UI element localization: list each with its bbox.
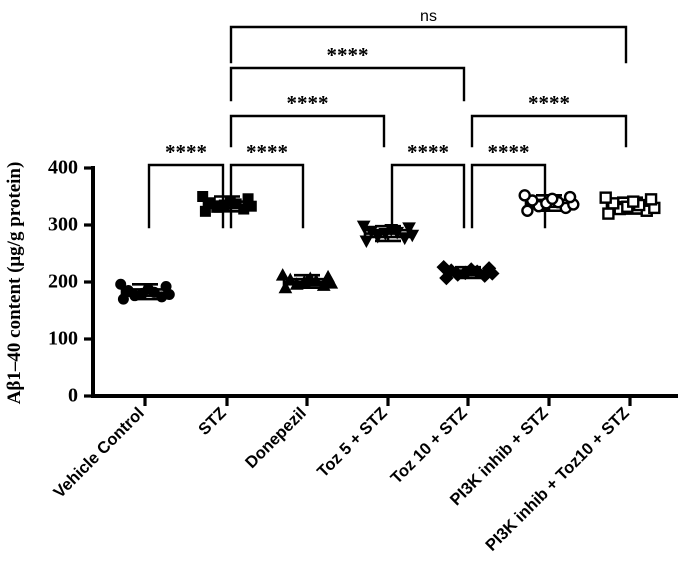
significance-bracket bbox=[229, 163, 305, 229]
y-axis-title-text: Aβ1–40 content (μg/g protein) bbox=[4, 162, 25, 405]
data-point bbox=[224, 195, 236, 207]
data-point bbox=[402, 222, 416, 235]
boxplot-group bbox=[197, 191, 257, 217]
significance-bracket bbox=[390, 163, 466, 229]
significance-bracket bbox=[229, 66, 466, 102]
data-point bbox=[160, 281, 172, 293]
data-point bbox=[378, 228, 393, 241]
axis-lines bbox=[91, 166, 678, 398]
data-point bbox=[359, 235, 374, 249]
significance-label: ns bbox=[420, 8, 437, 25]
y-tick-label: 100 bbox=[48, 328, 78, 350]
chart-axes bbox=[84, 166, 678, 406]
y-tick-label: 400 bbox=[48, 157, 78, 179]
data-point bbox=[436, 259, 451, 275]
significance-bracket bbox=[229, 114, 386, 148]
y-tick-label: 200 bbox=[48, 271, 78, 293]
data-point bbox=[397, 232, 412, 246]
boxplot-group bbox=[518, 189, 580, 217]
data-point bbox=[370, 230, 385, 244]
y-tick-label: 0 bbox=[68, 385, 78, 407]
data-point bbox=[518, 189, 531, 202]
significance-label: **** bbox=[528, 91, 570, 115]
data-point bbox=[117, 293, 129, 305]
x-tick-label: STZ bbox=[195, 404, 230, 439]
data-point bbox=[321, 269, 335, 283]
x-tick-label: PI3K inhib + Toz10 + STZ bbox=[482, 404, 633, 555]
data-point bbox=[602, 207, 615, 220]
data-point bbox=[197, 191, 209, 202]
x-tick-label: Donepezil bbox=[242, 404, 310, 472]
x-tick-label: Vehicle Control bbox=[50, 404, 148, 502]
significance-bracket bbox=[470, 114, 628, 148]
boxplot-group bbox=[275, 268, 339, 294]
significance-bracket bbox=[229, 25, 628, 64]
y-axis-title: Aβ1–40 content (μg/g protein) bbox=[4, 162, 25, 405]
data-point bbox=[142, 283, 154, 295]
significance-label: **** bbox=[246, 140, 288, 164]
significance-label: **** bbox=[165, 140, 207, 164]
y-tick-label: 300 bbox=[48, 214, 78, 236]
significance-bracket bbox=[147, 163, 225, 229]
data-point bbox=[546, 192, 559, 205]
boxplot-group bbox=[599, 191, 661, 220]
data-point bbox=[324, 276, 339, 289]
data-point bbox=[464, 262, 479, 277]
data-point bbox=[115, 278, 127, 290]
data-point bbox=[303, 271, 318, 285]
data-point bbox=[364, 225, 379, 239]
significance-label: **** bbox=[287, 91, 329, 115]
data-point bbox=[563, 190, 577, 204]
significance-label: **** bbox=[327, 43, 369, 67]
data-point bbox=[599, 191, 612, 204]
y-axis-tick-labels: 0 100 200 300 400 bbox=[48, 157, 78, 407]
significance-annotations: ns **** **** **** **** **** **** **** bbox=[147, 8, 628, 229]
data-point bbox=[627, 195, 640, 208]
data-point bbox=[278, 280, 293, 294]
x-tick-label: Toz 10 + STZ bbox=[387, 404, 471, 488]
plot-data-groups bbox=[115, 189, 661, 305]
data-point bbox=[204, 197, 216, 209]
boxplot-group bbox=[356, 220, 420, 249]
x-tick-label: Toz 5 + STZ bbox=[314, 404, 391, 481]
data-point bbox=[481, 261, 497, 276]
data-point bbox=[384, 224, 399, 237]
significance-label: **** bbox=[407, 140, 449, 164]
significance-label: **** bbox=[488, 140, 530, 164]
data-point bbox=[242, 193, 254, 205]
data-point bbox=[521, 204, 534, 217]
boxplot-group bbox=[436, 259, 500, 286]
data-point bbox=[644, 193, 658, 206]
data-point bbox=[356, 220, 371, 234]
data-point bbox=[275, 268, 290, 281]
data-point bbox=[122, 285, 134, 297]
boxplot-group bbox=[115, 278, 175, 305]
